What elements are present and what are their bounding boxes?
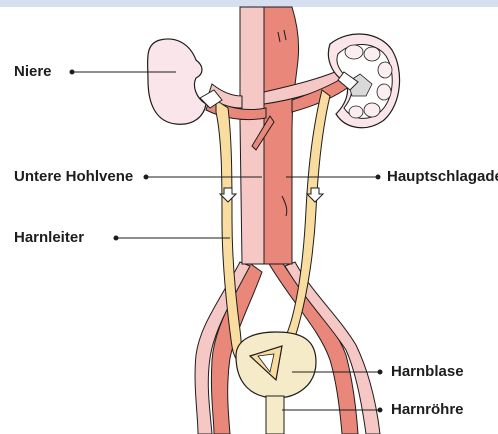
aorta-vessel xyxy=(264,7,299,264)
label-ureter: Harnleiter xyxy=(14,229,84,247)
label-kidney: Niere xyxy=(14,63,52,81)
label-urethra: Harnröhre xyxy=(391,401,464,419)
label-bladder: Harnblase xyxy=(391,363,464,381)
label-vena-cava: Untere Hohlvene xyxy=(14,168,133,186)
urethra xyxy=(266,396,284,434)
label-aorta: Hauptschlagader xyxy=(387,168,498,186)
left-kidney xyxy=(148,39,206,124)
